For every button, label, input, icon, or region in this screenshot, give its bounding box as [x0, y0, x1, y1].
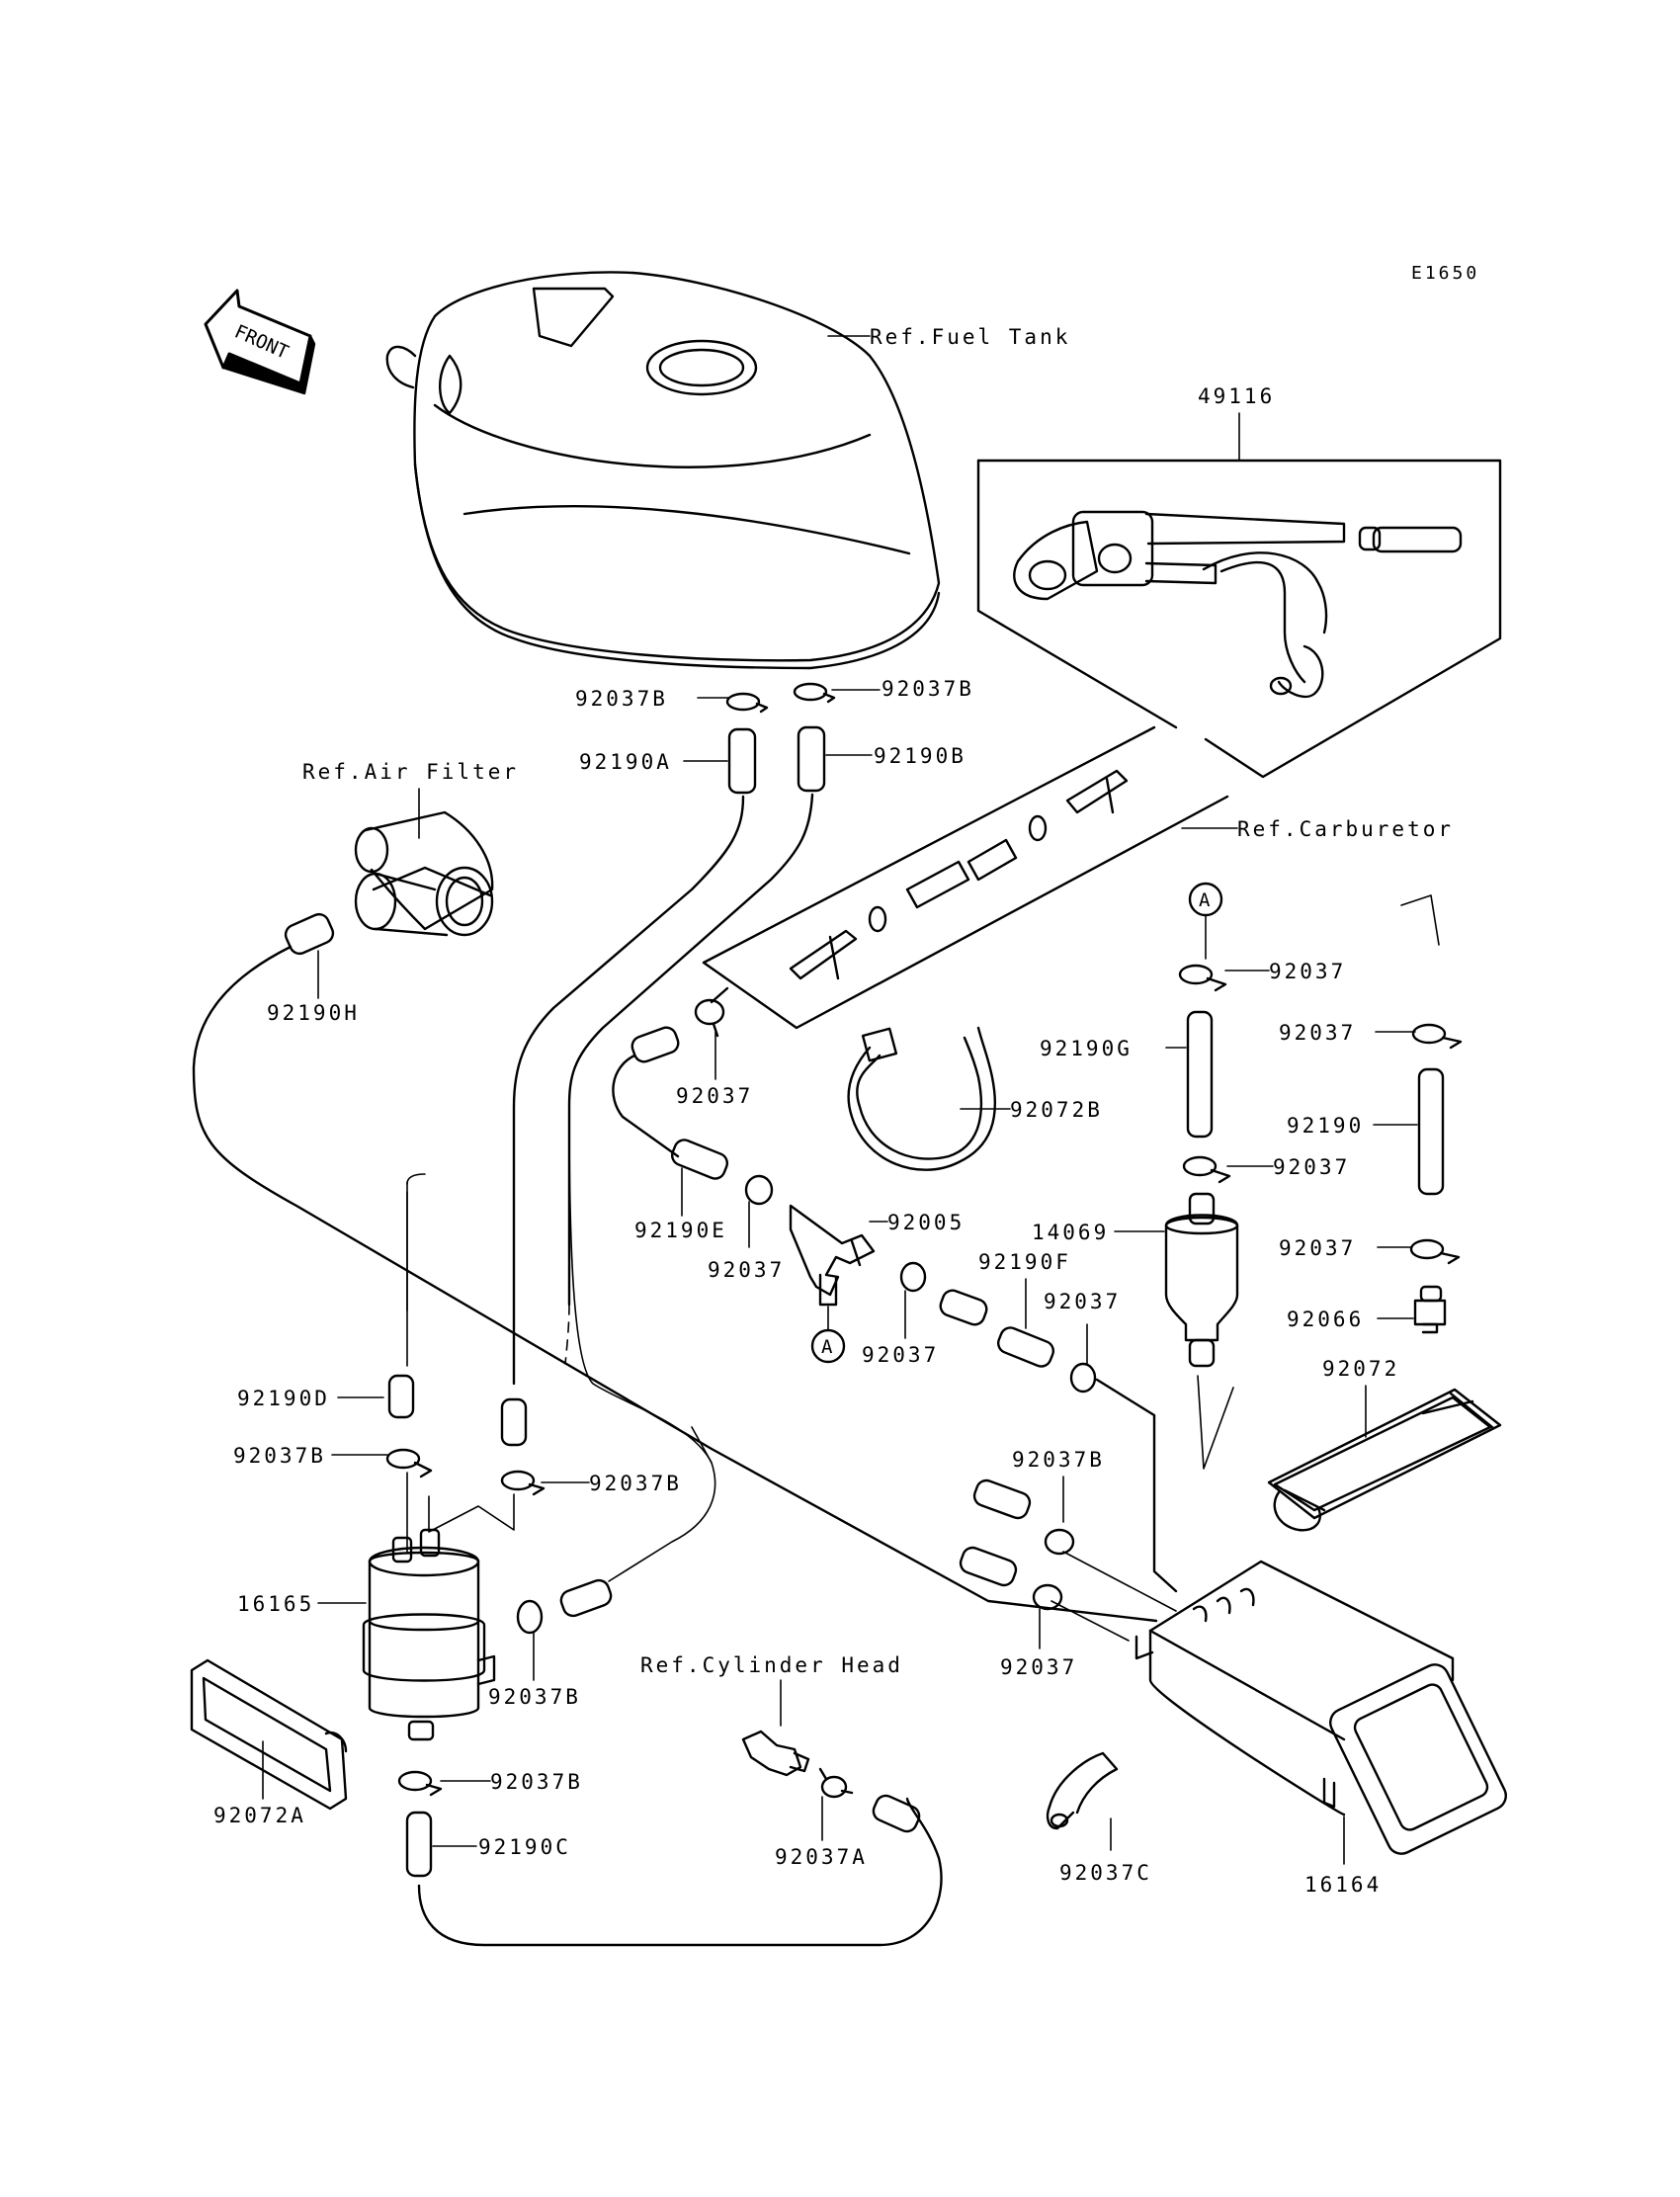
hose-92190D-icon [387, 1374, 415, 1419]
label-92037B-g: 92037B [1012, 1448, 1105, 1472]
label-92037-c: 92037 [862, 1343, 939, 1367]
hose-vacuum-icon [872, 1794, 921, 1833]
hose-92190B-icon [797, 725, 826, 793]
label-92037B-b: 92037B [882, 677, 974, 701]
clamp-92037B-f-icon [397, 1770, 433, 1792]
carburetor-band [702, 725, 1229, 1030]
marker-A-lower: A [821, 1336, 833, 1358]
label-92066: 92066 [1287, 1308, 1364, 1331]
label-92037B-f: 92037B [490, 1770, 583, 1794]
hose-92190-icon [1417, 1067, 1445, 1196]
canister-16164-icon [1134, 1560, 1507, 1855]
label-92037B-d: 92037B [589, 1472, 682, 1495]
label-92037B-a: 92037B [575, 687, 668, 711]
label-92037-h: 92037 [1279, 1236, 1356, 1260]
hose-92190C-icon [405, 1811, 433, 1878]
hose-92037B-g-lower-icon [959, 1546, 1018, 1587]
label-92072A: 92072A [213, 1804, 306, 1827]
fuel-cock-box [976, 459, 1502, 779]
hose-line-92190B [567, 793, 814, 1307]
hose-92190E-icon [670, 1139, 729, 1180]
label-92190D: 92190D [237, 1387, 330, 1410]
label-92190G: 92190G [1040, 1037, 1133, 1060]
diagram-code: E1650 [1411, 263, 1479, 284]
label-92190B: 92190B [874, 744, 966, 768]
carburetor-fittings-icon [789, 769, 1129, 980]
tee-joint-92005-icon [789, 1204, 876, 1307]
hose-line-bottom [417, 1797, 943, 1947]
label-92037-e: 92037 [1269, 960, 1346, 983]
label-92037-d: 92037 [1044, 1290, 1121, 1313]
clamp-92037-carb-icon [694, 998, 725, 1026]
label-92190E: 92190E [634, 1219, 727, 1242]
front-arrow-icon: FRONT [204, 289, 316, 395]
clamp-92037-g-icon [1069, 1362, 1097, 1394]
hose-line-92190H [192, 945, 1158, 1623]
clamp-92037B-g-icon [1044, 1528, 1075, 1556]
clip-92037C-icon [1046, 1751, 1119, 1830]
label-92037-g: 92037 [1279, 1021, 1356, 1045]
label-92037B-e: 92037B [488, 1685, 581, 1709]
hose-connector-icon [559, 1578, 613, 1618]
fuel-filter-14069-icon [1164, 1192, 1239, 1368]
label-92037-f: 92037 [1273, 1155, 1350, 1179]
clamp-92037-f-icon [899, 1261, 927, 1293]
label-16165: 16165 [237, 1592, 314, 1616]
hose-92190H-icon [284, 912, 335, 956]
hose-small-icon [630, 1026, 680, 1063]
fuel-cock-icon [1013, 510, 1463, 699]
label-92037C: 92037C [1059, 1861, 1152, 1885]
hose-92037B-g-upper-icon [972, 1479, 1032, 1520]
clamp-92037-i-icon [1182, 1155, 1218, 1177]
hose-92190F-left-icon [939, 1289, 988, 1326]
label-92037-a: 92037 [676, 1084, 753, 1108]
marker-A-upper: A [1199, 889, 1211, 911]
clamp-92037B-e-icon [516, 1599, 544, 1635]
label-49116: 49116 [1198, 384, 1275, 408]
hose-92190D-right-icon [500, 1397, 528, 1447]
air-filter-tee-icon [354, 810, 494, 937]
clamp-92037B-d-icon [500, 1470, 536, 1491]
clamp-92037-k-icon [1409, 1238, 1445, 1260]
strap-92072-icon [1267, 1388, 1502, 1532]
clamp-92037-j-icon [1411, 1023, 1447, 1045]
label-92072B: 92072B [1010, 1098, 1103, 1122]
label-92037A: 92037A [775, 1845, 868, 1869]
label-92190A: 92190A [579, 750, 672, 774]
clamp-92037-canister-icon [1032, 1583, 1063, 1611]
label-92190: 92190 [1287, 1114, 1364, 1138]
clamp-92037-e-icon [744, 1174, 774, 1206]
clamp-92037-h-icon [1178, 964, 1214, 985]
hose-92190G-icon [1186, 1010, 1214, 1139]
ref-carburetor-label: Ref.Carburetor [1237, 817, 1454, 841]
clamp-92037A-icon [820, 1775, 848, 1799]
fitting-92066-icon [1413, 1285, 1447, 1334]
marker-A-lower-icon [810, 1328, 846, 1364]
fuel-pump-16165-icon [362, 1528, 496, 1741]
hose-92190F-right-icon [996, 1326, 1055, 1368]
label-92037-b: 92037 [708, 1258, 785, 1282]
hose-92190A-icon [727, 727, 757, 795]
label-92037B-c: 92037B [233, 1444, 326, 1468]
strap-92072A-icon [190, 1658, 348, 1811]
label-92037-i: 92037 [1000, 1655, 1077, 1679]
vacuum-fitting-icon [741, 1730, 810, 1777]
strap-92072B-icon [847, 1026, 996, 1171]
label-92072: 92072 [1322, 1357, 1399, 1381]
label-92190C: 92190C [478, 1835, 571, 1859]
ref-air-filter-label: Ref.Air Filter [302, 760, 519, 784]
clamp-92037B-c-icon [385, 1448, 421, 1470]
ref-cylinder-head-label: Ref.Cylinder Head [640, 1653, 903, 1677]
label-92190F: 92190F [978, 1250, 1071, 1274]
label-92005: 92005 [887, 1211, 965, 1234]
hose-line-92190A [512, 795, 745, 1386]
label-14069: 14069 [1032, 1221, 1109, 1244]
ref-fuel-tank-label: Ref.Fuel Tank [870, 325, 1070, 349]
label-92190H: 92190H [267, 1001, 360, 1025]
clamp-92037B-left-icon [725, 692, 769, 714]
label-16164: 16164 [1304, 1873, 1382, 1897]
fuel-tank-illustration [385, 271, 941, 670]
clamp-92037B-right-icon [793, 682, 836, 704]
